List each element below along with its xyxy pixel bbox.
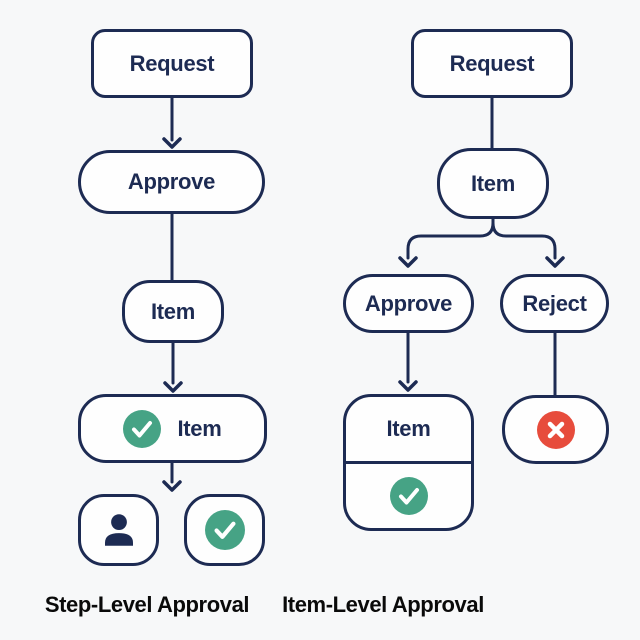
approved-item-left-content: Item <box>123 409 222 448</box>
node-approve-right: Approve <box>343 274 474 333</box>
node-approve-left: Approve <box>78 150 265 214</box>
check-circle-icon <box>389 477 428 515</box>
node-approved-item-left-label: Item <box>177 415 222 441</box>
caption-item-level: Item-Level Approval <box>282 592 484 617</box>
node-approved-item-right-label: Item <box>386 416 431 441</box>
node-reject-right: Reject <box>500 274 609 333</box>
node-item-right: Item <box>437 148 549 219</box>
right-flow-connectors <box>398 96 565 398</box>
node-request-right-label: Request <box>449 50 535 76</box>
node-request-left-label: Request <box>129 50 215 76</box>
node-request-left: Request <box>91 29 253 98</box>
node-approve-right-label: Approve <box>364 290 453 316</box>
check-circle-icon <box>204 510 245 550</box>
node-item-left-label: Item <box>150 298 196 324</box>
approved-item-right-status <box>346 464 471 528</box>
node-rejected-item-right <box>502 395 609 464</box>
node-approve-left-label: Approve <box>127 169 216 194</box>
node-reject-right-label: Reject <box>522 290 587 316</box>
check-circle-icon <box>123 409 162 448</box>
left-flow-connectors <box>162 96 183 492</box>
node-approved-item-right: Item <box>343 394 474 531</box>
node-outcome-check <box>184 494 265 566</box>
person-icon <box>104 514 133 546</box>
x-circle-icon <box>536 410 575 449</box>
approved-item-divider <box>346 461 471 464</box>
approved-item-right-title: Item <box>346 397 471 461</box>
caption-step-level: Step-Level Approval <box>44 592 250 617</box>
node-item-right-label: Item <box>470 170 516 196</box>
node-item-left: Item <box>122 280 224 343</box>
node-request-right: Request <box>411 29 573 98</box>
node-outcome-person <box>78 494 159 566</box>
node-approved-item-left: Item <box>78 394 267 463</box>
